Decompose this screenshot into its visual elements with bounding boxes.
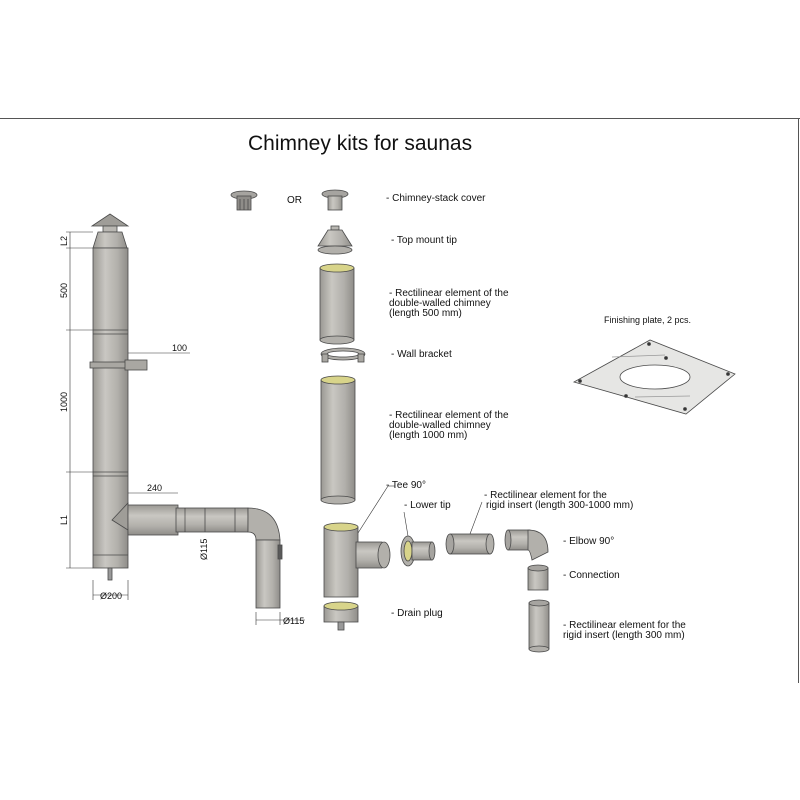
- cap-neck: [102, 225, 118, 233]
- dim-l2: L2: [59, 235, 69, 246]
- cap-cone: [90, 213, 130, 227]
- label-rect-500-line2: double-walled chimney: [389, 298, 491, 309]
- label-rect-1000-line3: (length 1000 mm): [389, 430, 468, 441]
- label-rect-500-line3: (length 500 mm): [389, 308, 462, 319]
- assembled-chimney: [89, 213, 283, 609]
- dim-diameter-115-bottom: Ø115: [283, 616, 305, 626]
- dim-diameter-115-vertical: Ø115: [199, 538, 209, 560]
- chimney-stack-cover: [321, 189, 349, 211]
- frame-top-rule: [0, 118, 800, 119]
- lower-tip-part: [400, 535, 436, 567]
- label-rect-500-line1: - Rectilinear element of the: [389, 288, 509, 299]
- label-rigid-long-line2: rigid insert (length 300-1000 mm): [486, 500, 634, 511]
- dim-500: 500: [59, 282, 69, 298]
- elbow: [247, 507, 281, 541]
- dim-offset-240: 240: [147, 483, 163, 493]
- dimension-lines: [66, 231, 305, 625]
- label-rigid-300-line1: - Rectilinear element for the: [563, 620, 686, 631]
- chimney-stack-cover-alt: [230, 190, 258, 211]
- label-chimney-stack-cover: - Chimney-stack cover: [386, 193, 486, 204]
- drain-plug-part: [323, 601, 359, 631]
- label-wall-bracket: - Wall bracket: [391, 349, 452, 360]
- label-finishing-plate: Finishing plate, 2 pcs.: [604, 315, 692, 325]
- top-mount-tip: [92, 231, 128, 249]
- wall-bracket-part: [320, 347, 366, 363]
- label-drain-plug: - Drain plug: [391, 608, 443, 619]
- dim-diameter-200: Ø200: [100, 591, 123, 601]
- rigid-insert-300-part: [528, 599, 550, 653]
- dim-l1: L1: [59, 514, 69, 525]
- top-mount-tip-part: [317, 225, 353, 255]
- tee-part: [323, 522, 391, 598]
- rigid-insert-long-part: [445, 533, 495, 555]
- connection-part: [527, 564, 549, 591]
- horizontal-pipe: [175, 507, 249, 533]
- elbow-part: [504, 529, 549, 561]
- label-rigid-300-line2: rigid insert (length 300 mm): [563, 630, 685, 641]
- tee-branch: [127, 504, 179, 536]
- label-elbow: - Elbow 90°: [563, 536, 615, 547]
- label-rect-1000-line2: double-walled chimney: [389, 420, 491, 431]
- label-lower-tip: - Lower tip: [404, 500, 451, 511]
- rectilinear-element-1000-part: [320, 375, 356, 505]
- label-rect-1000-line1: - Rectilinear element of the: [389, 410, 509, 421]
- finishing-plate: [572, 339, 736, 415]
- exploded-components: [230, 189, 550, 653]
- label-top-mount-tip: - Top mount tip: [391, 235, 457, 246]
- rectilinear-element-500-part: [319, 263, 355, 345]
- leader-lines: [357, 485, 483, 537]
- page-title: Chimney kits for saunas: [248, 132, 473, 155]
- or-label: OR: [287, 195, 302, 206]
- label-connection: - Connection: [563, 570, 620, 581]
- label-rigid-long-line1: - Rectilinear element for the: [484, 490, 607, 501]
- vertical-pipe: [255, 539, 281, 609]
- label-tee: - Tee 90°: [386, 480, 426, 491]
- dim-1000: 1000: [59, 391, 69, 412]
- frame-right-rule: [798, 118, 799, 683]
- dim-bracket-100: 100: [172, 343, 188, 353]
